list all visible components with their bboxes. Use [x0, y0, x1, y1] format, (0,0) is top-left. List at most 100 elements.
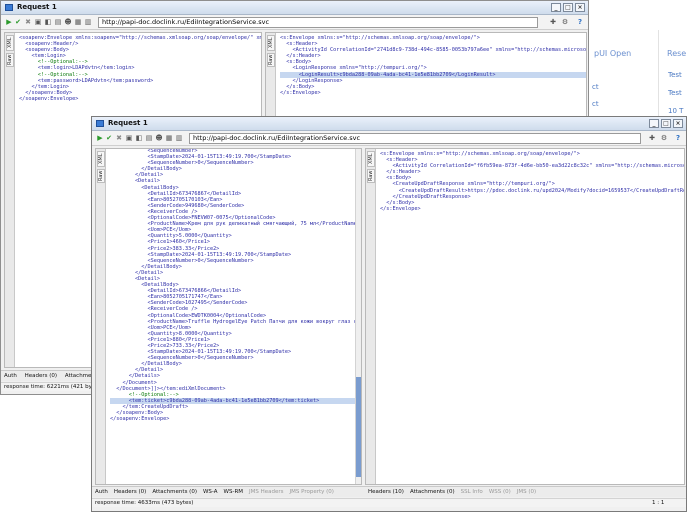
- bg-link-resources[interactable]: Rese: [667, 49, 687, 58]
- back-response-xml-tab[interactable]: XML: [267, 35, 275, 51]
- add-endpoint-icon[interactable]: ✚: [649, 134, 655, 142]
- front-request-pane: XML Raw <SequenceNumber> <StampDate>2024…: [95, 148, 362, 485]
- bottom-tab[interactable]: Attachments (0): [152, 489, 197, 495]
- back-auth-tab[interactable]: Auth: [4, 373, 17, 379]
- xml-line: <tem:password>LDAPdvtn</tem:password>: [19, 77, 154, 84]
- xml-line: <Quantity>8.0000</Quantity>: [110, 330, 232, 337]
- minimize-icon[interactable]: _: [551, 3, 561, 12]
- xml-line: <LoginResponse xmlns="http://tempuri.org…: [280, 65, 427, 72]
- front-response-pane: XML Raw <s:Envelope xmlns:s="http://sche…: [365, 148, 685, 485]
- attach-icon[interactable]: ▥: [84, 18, 92, 26]
- xml-line: <Price1>880</Price1>: [110, 336, 210, 343]
- front-response-xml-tab[interactable]: XML: [367, 151, 375, 167]
- bottom-tab[interactable]: JMS Property (0): [289, 489, 334, 495]
- xml-line: <LoginResult>c9bda288-09ab-4ada-bc41-1e5…: [280, 71, 586, 78]
- xml-line: </soapenv:Body>: [19, 89, 73, 96]
- back-request-xml-tab[interactable]: XML: [6, 35, 14, 51]
- front-request-xml[interactable]: <SequenceNumber> <StampDate>2024-01-15T1…: [110, 149, 361, 423]
- xml-line: </Detail>: [110, 172, 164, 179]
- request-icon: [96, 120, 104, 127]
- bg-link-test-1[interactable]: Test: [668, 71, 682, 79]
- attach-icon[interactable]: ▥: [175, 134, 183, 142]
- endpoint-url-field[interactable]: http://papi-doc.doclink.ru/EdiIntegratio…: [189, 133, 641, 144]
- tile-icon[interactable]: ▤: [54, 18, 62, 26]
- xml-line: <SequenceNumber>0</SequenceNumber>: [110, 257, 254, 264]
- close-icon[interactable]: ×: [673, 119, 683, 128]
- front-window-titlebar[interactable]: Request 1 _ □ ×: [92, 117, 686, 131]
- back-request-raw-tab[interactable]: Raw: [6, 53, 14, 67]
- bg-link-open[interactable]: pUI Open: [594, 49, 632, 58]
- run-options-icon[interactable]: ✔: [106, 134, 112, 142]
- bottom-tab[interactable]: SSL Info: [460, 489, 483, 495]
- front-request-raw-tab[interactable]: Raw: [97, 169, 105, 183]
- xml-line: </s:Body>: [380, 199, 415, 206]
- bg-link-2[interactable]: ct: [592, 100, 599, 108]
- xml-line: <Price2>383.33</Price2>: [110, 245, 220, 252]
- back-response-raw-tab[interactable]: Raw: [267, 53, 275, 67]
- endpoint-url-field[interactable]: http://papi-doc.doclink.ru/EdiIntegratio…: [98, 17, 538, 28]
- bottom-tab[interactable]: WSS (0): [488, 489, 511, 495]
- add-endpoint-icon[interactable]: ✚: [550, 18, 556, 26]
- xml-line: <Detail>: [110, 275, 160, 282]
- front-toolbar: ▶ ✔ ✖ ▣ ◧ ▤ ☻ ▦ ▥ http://papi-doc.doclin…: [92, 131, 686, 146]
- xml-line: </soapenv:Envelope>: [19, 95, 79, 102]
- bottom-tab[interactable]: Headers (10): [368, 489, 404, 495]
- bottom-tab[interactable]: JMS (0): [516, 489, 537, 495]
- new-window-icon[interactable]: ▣: [34, 18, 42, 26]
- back-window-titlebar[interactable]: Request 1 _ □ ×: [1, 1, 588, 15]
- bottom-tab[interactable]: WS-A: [202, 489, 218, 495]
- xml-line: <!--Optional:-->: [19, 59, 88, 66]
- settings-icon[interactable]: ⚙: [561, 18, 569, 26]
- back-request-xml[interactable]: <soapenv:Envelope xmlns:soapenv="http://…: [19, 35, 261, 102]
- xml-line: <DetailBody>: [110, 282, 179, 289]
- run-options-icon[interactable]: ✔: [15, 18, 21, 26]
- front-status-bar: response time: 4633ms (473 bytes) 1 : 1: [92, 498, 686, 507]
- user-icon[interactable]: ☻: [64, 18, 72, 26]
- close-icon[interactable]: ×: [575, 3, 585, 12]
- user-icon[interactable]: ☻: [155, 134, 163, 142]
- bg-link-test-2[interactable]: Test: [668, 89, 682, 97]
- xml-line: </Document>]]></tem:ediXmlDocument>: [110, 385, 226, 392]
- cursor-position: 1 : 1: [652, 500, 665, 506]
- xml-line: </Document>: [110, 379, 157, 386]
- bottom-tab[interactable]: Attachments (0): [409, 489, 455, 495]
- xml-line: <s:Envelope xmlns:s="http://schemas.xmls…: [380, 151, 580, 157]
- help-icon[interactable]: ?: [675, 134, 681, 142]
- bottom-tab[interactable]: Auth: [95, 489, 108, 495]
- stop-icon[interactable]: ✖: [116, 134, 122, 142]
- back-response-xml[interactable]: <s:Envelope xmlns:s="http://schemas.xmls…: [280, 35, 586, 96]
- split-icon[interactable]: ◧: [135, 134, 143, 142]
- xml-line: <ReceiverCode />: [110, 306, 198, 313]
- scrollbar-thumb[interactable]: [356, 377, 361, 477]
- front-bottom-tabs: Auth Headers (0) Attachments (0) WS-A WS-RM J…: [92, 486, 686, 497]
- maximize-icon[interactable]: □: [661, 119, 671, 128]
- xml-line: <!--Optional:-->: [110, 391, 179, 398]
- bg-link-10[interactable]: 10 T: [668, 107, 684, 115]
- format-icon[interactable]: ▦: [165, 134, 173, 142]
- stop-icon[interactable]: ✖: [25, 18, 31, 26]
- xml-line: </DetailBody>: [110, 166, 182, 173]
- settings-icon[interactable]: ⚙: [660, 134, 668, 142]
- back-headers-tab[interactable]: Headers (0): [24, 373, 58, 379]
- bottom-tab[interactable]: JMS Headers: [249, 489, 284, 495]
- bottom-tab[interactable]: WS-RM: [223, 489, 244, 495]
- bg-link-1[interactable]: ct: [592, 83, 599, 91]
- front-request-scrollbar[interactable]: [355, 149, 361, 484]
- help-icon[interactable]: ?: [577, 18, 583, 26]
- front-response-xml[interactable]: <s:Envelope xmlns:s="http://schemas.xmls…: [380, 151, 684, 212]
- run-icon[interactable]: ▶: [6, 18, 12, 26]
- xml-line: </soapenv:Envelope>: [110, 416, 170, 423]
- front-response-raw-tab[interactable]: Raw: [367, 169, 375, 183]
- bottom-tab[interactable]: Headers (0): [113, 489, 147, 495]
- minimize-icon[interactable]: _: [649, 119, 659, 128]
- front-request-xml-tab[interactable]: XML: [97, 151, 105, 167]
- run-icon[interactable]: ▶: [97, 134, 103, 142]
- back-attachments-tab[interactable]: Attachments (0): [64, 373, 110, 379]
- tile-icon[interactable]: ▤: [145, 134, 153, 142]
- xml-line: </tem:Login>: [19, 83, 69, 90]
- split-icon[interactable]: ◧: [44, 18, 52, 26]
- new-window-icon[interactable]: ▣: [125, 134, 133, 142]
- maximize-icon[interactable]: □: [563, 3, 573, 12]
- xml-line: </Details>: [110, 373, 160, 380]
- format-icon[interactable]: ▦: [74, 18, 82, 26]
